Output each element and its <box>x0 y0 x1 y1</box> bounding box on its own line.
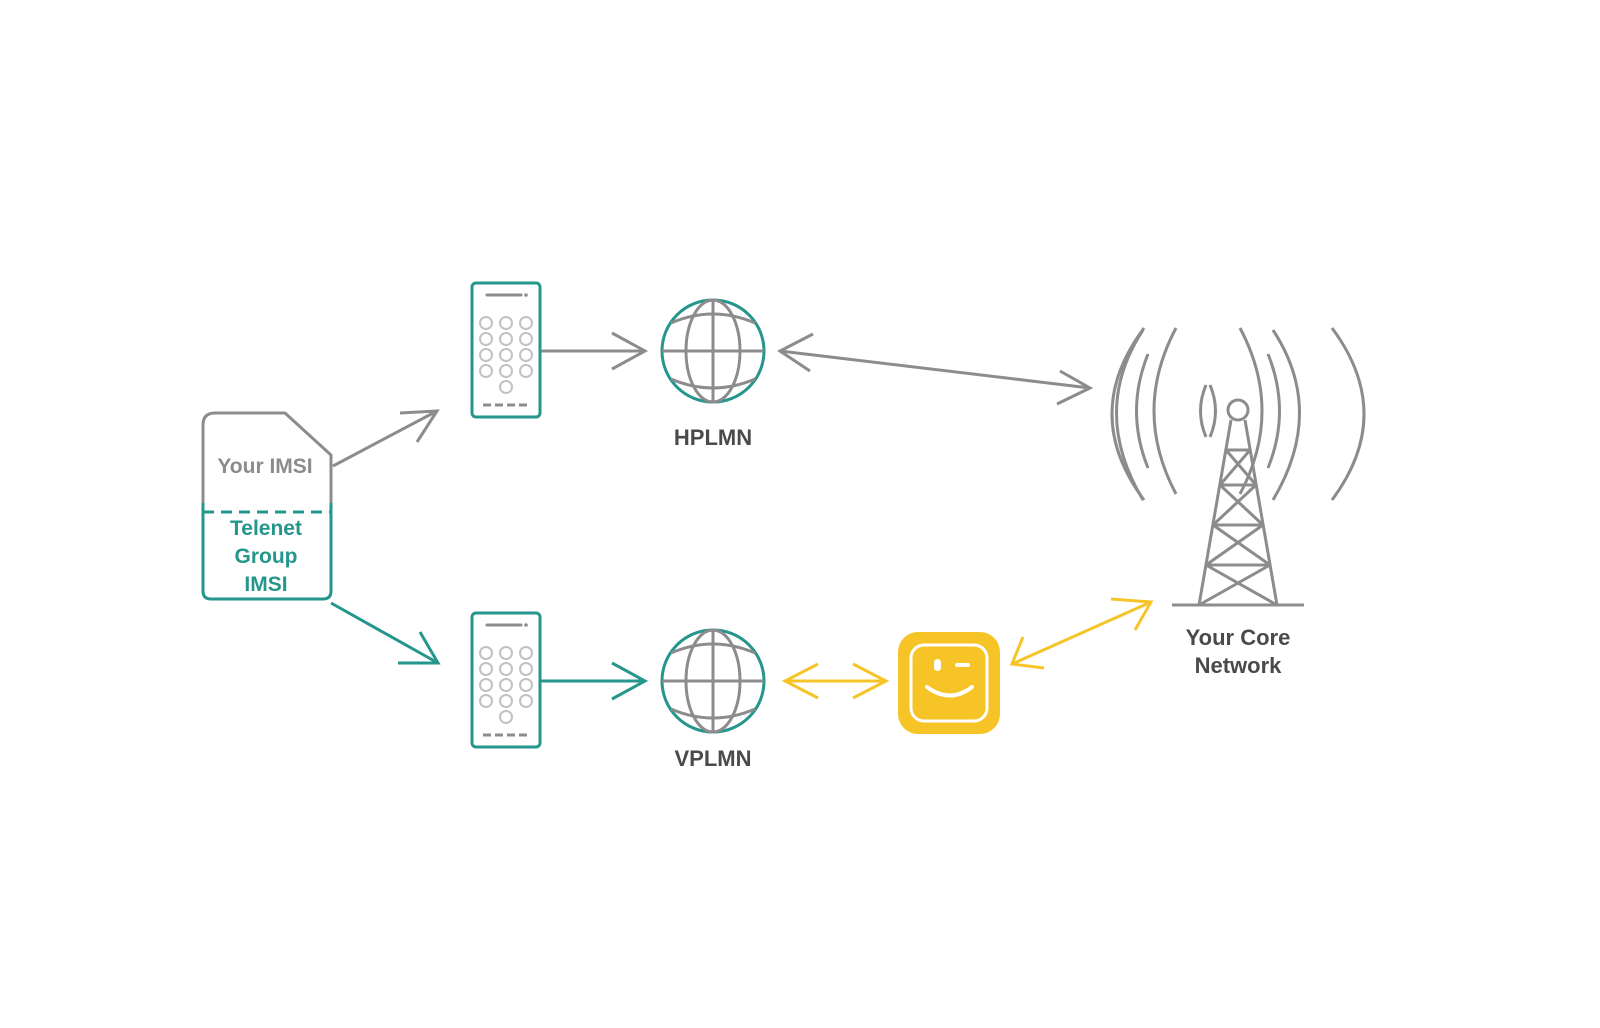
arrow-phone-to-hplmn <box>541 331 649 371</box>
sim-bottom-label-line-1: Telenet <box>230 517 302 540</box>
arrow-vplmn-to-telenet <box>781 662 890 700</box>
vplmn-label: VPLMN <box>675 746 752 771</box>
radio-wave-outer <box>1110 327 1366 501</box>
arrow-hplmn-to-core <box>777 332 1094 406</box>
sim-top-label: Your IMSI <box>217 455 312 478</box>
telenet-wink-logo <box>898 632 1000 734</box>
phone-keypad-icon <box>470 611 542 749</box>
sim-card-icon <box>201 411 333 601</box>
globe-icon <box>660 298 766 404</box>
arrow-sim-to-bottom-phone <box>330 601 441 665</box>
core-network-label-line-2: Network <box>1195 653 1283 678</box>
globe-icon <box>660 628 766 734</box>
arrow-telenet-to-core <box>1009 597 1154 670</box>
sim-bottom-label-line-2: Group <box>235 545 298 568</box>
phone-keypad-icon <box>470 281 542 419</box>
arrow-phone-to-vplmn <box>541 661 649 701</box>
arrow-sim-to-top-phone <box>332 409 440 468</box>
hplmn-label: HPLMN <box>674 425 752 450</box>
radio-tower-icon <box>1115 327 1304 607</box>
core-network-label-line-1: Your Core <box>1186 625 1291 650</box>
sim-bottom-label-line-3: IMSI <box>244 573 287 596</box>
